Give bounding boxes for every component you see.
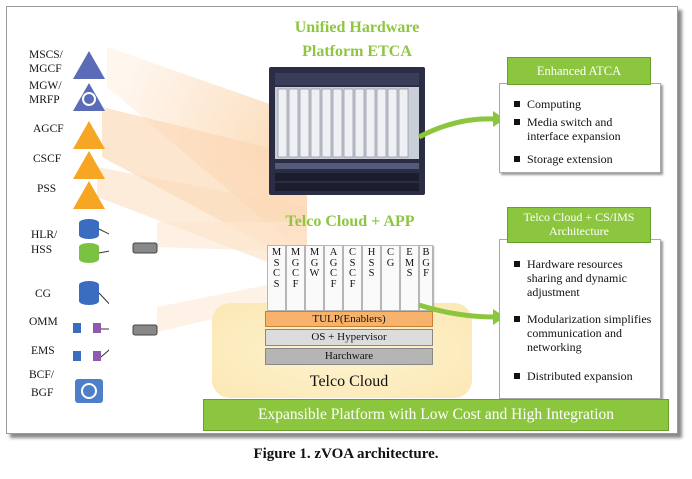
mgw-icon (73, 83, 105, 111)
cell-bgf: B G F (419, 245, 433, 311)
agcf-icon (73, 121, 105, 149)
pss-icon (73, 181, 105, 209)
bgf-icon (75, 379, 103, 403)
platform-title-line1: Unified Hardware (294, 19, 420, 36)
cell-cscf: C S C F (343, 245, 362, 311)
label-cscf: CSCF (33, 153, 62, 165)
panel2-item-distributed: Distributed expansion (514, 369, 655, 383)
cell-ems: E M S (400, 245, 419, 311)
label-pss: PSS (37, 183, 57, 195)
figure-caption: Figure 1. zVOA architecture. (253, 446, 439, 462)
omm-icon (73, 323, 81, 333)
label-cg: CG (35, 288, 51, 300)
arrow-to-panel2 (418, 302, 505, 325)
panel1-item-computing: Computing (514, 97, 655, 111)
label-mgcf: MGCF (29, 63, 62, 75)
switch-icon-2 (132, 324, 158, 336)
panel1-item-storage: Storage extension (514, 152, 655, 166)
label-bgf: BGF (31, 387, 54, 399)
cell-cg: C G (381, 245, 400, 311)
label-hlr: HLR/ (31, 229, 58, 241)
cscf-icon (73, 151, 105, 179)
panel2-title: Telco Cloud + CS/IMS Architecture (507, 207, 651, 243)
hardware-layer: Harchware (265, 348, 433, 365)
label-omm: OMM (29, 316, 58, 328)
panel1-item-media: Media switch and interface expansion (514, 115, 655, 143)
panel-telco-cloud (499, 239, 661, 399)
label-bcf: BCF/ (29, 369, 54, 381)
panel-enhanced-atca (499, 83, 661, 173)
cell-agcf: A G C F (324, 245, 343, 311)
bottom-banner: Expansible Platform with Low Cost and Hi… (203, 399, 669, 431)
os-layer: OS + Hypervisor (265, 329, 433, 346)
ems-icon (73, 351, 81, 361)
panel2-item-hardware: Hardware resources sharing and dynamic a… (514, 257, 655, 299)
platform-title-line2: Platform ETCA (302, 43, 412, 60)
label-mgw: MGW/ (29, 80, 62, 92)
cell-mscs: M S C S (267, 245, 286, 311)
label-mscs: MSCS/ (29, 49, 63, 61)
cell-mgcf: M G C F (286, 245, 305, 311)
telco-cloud-label: Telco Cloud (309, 373, 389, 390)
cell-hss: H S S (362, 245, 381, 311)
label-mrfp: MRFP (29, 94, 60, 106)
panel1-title: Enhanced ATCA (507, 57, 651, 85)
switch-icon-1 (132, 242, 158, 254)
cell-mgw: M G W (305, 245, 324, 311)
left-icons (73, 51, 109, 403)
label-agcf: AGCF (33, 123, 64, 135)
mscs-icon (73, 51, 105, 79)
figure-frame: MSCS/ MGCF MGW/ MRFP AGCF CSCF PSS HLR/ … (6, 6, 678, 434)
tulp-layer: TULP(Enablers) (265, 311, 433, 327)
label-ems: EMS (31, 345, 55, 357)
arrow-to-panel1 (417, 111, 505, 140)
etca-chassis (269, 67, 425, 195)
label-hss: HSS (31, 244, 53, 256)
panel2-item-modularization: Modularization simplifies communication … (514, 312, 655, 354)
cloud-app-title: Telco Cloud + APP (285, 213, 415, 230)
